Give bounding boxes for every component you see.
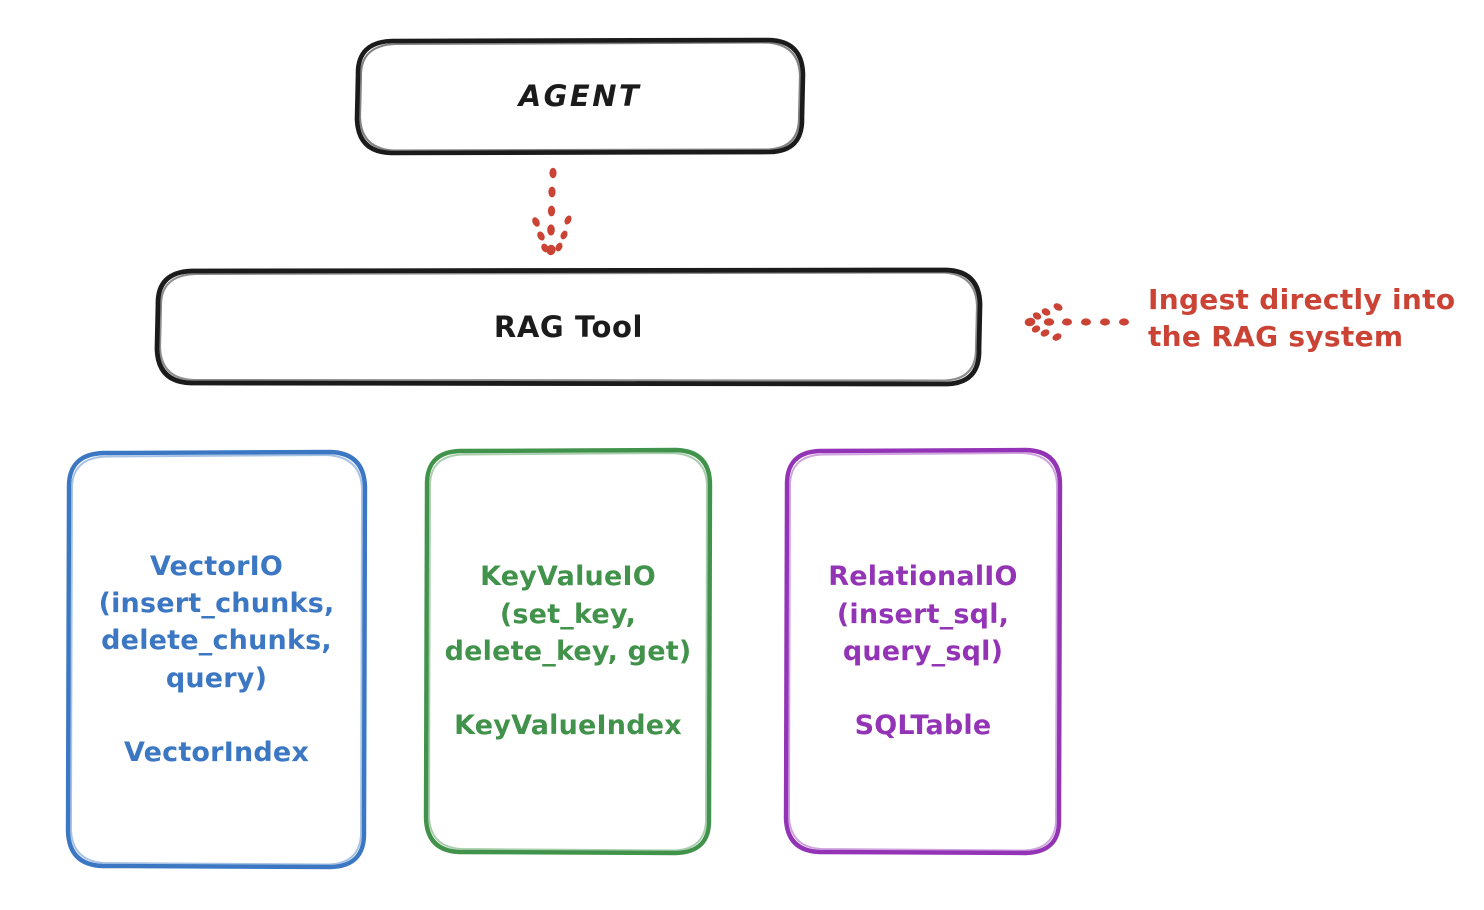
agent-to-rag-dotted-arrow [532,167,572,256]
agent-node-label: AGENT [518,79,642,114]
vectorio-box-outline-sketch [70,454,363,866]
vectorio-node[interactable]: VectorIO (insert_chunks, delete_chunks, … [68,452,365,867]
keyvalueio-node[interactable]: KeyValueIO (set_key, delete_key, get) Ke… [426,450,710,853]
vectorio-box-outline [65,449,368,870]
rag-tool-box-outline-sketch [158,271,979,382]
rag-tool-node-label: RAG Tool [493,309,644,344]
agent-box-outline [354,37,806,156]
rag-tool-box-outline [154,267,983,387]
relationalio-box-outline [783,447,1063,856]
ingest-to-rag-dotted-arrow [1024,303,1129,341]
relationalio-box-outline-sketch [788,452,1058,852]
keyvalueio-node-label: KeyValueIO (set_key, delete_key, get) Ke… [444,561,692,742]
agent-node[interactable]: AGENT [357,40,803,153]
vectorio-node-label: VectorIO (insert_chunks, delete_chunks, … [98,550,335,768]
keyvalueio-box-outline [423,447,713,856]
keyvalueio-box-outline-sketch [428,452,708,852]
rag-tool-node[interactable]: RAG Tool [157,270,980,384]
agent-box-outline-sketch [358,41,802,152]
relationalio-node-label: RelationalIO (insert_sql, query_sql) SQL… [828,561,1018,742]
ingest-annotation-label: Ingest directly into the RAG system [1148,283,1456,354]
relationalio-node[interactable]: RelationalIO (insert_sql, query_sql) SQL… [786,450,1060,853]
